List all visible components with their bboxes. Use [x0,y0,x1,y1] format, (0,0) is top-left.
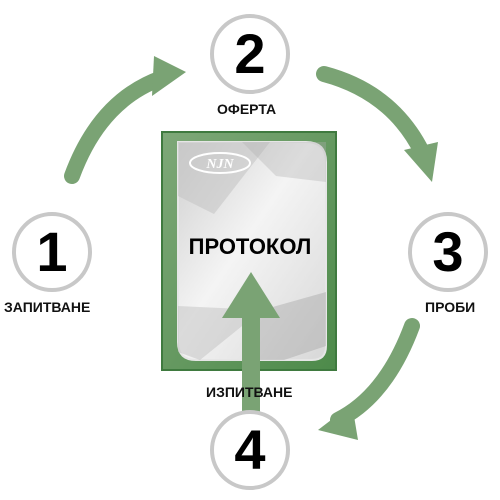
arrow-1-to-2 [64,56,186,184]
step-4-number: 4 [234,418,266,481]
logo-text: NJN [205,157,234,172]
step-2-number: 2 [234,22,266,85]
step-4-circle: 4 [210,410,290,490]
step-2-circle: 2 [210,14,290,94]
arrow-2-to-3 [316,66,438,182]
document-title: ПРОТОКОЛ [188,234,312,259]
arrow-3-to-4 [318,318,420,440]
step-1-number: 1 [36,220,68,283]
step-1-label: ЗАПИТВАНЕ [4,299,91,315]
step-2-label: ОФЕРТА [217,101,277,117]
step-1-circle: 1 [12,212,92,292]
step-3-label: ПРОБИ [425,299,476,315]
arrow-4-to-document [222,272,280,416]
step-4-label: ИЗПИТВАНЕ [206,384,293,400]
step-3-number: 3 [432,220,464,283]
step-3-circle: 3 [408,212,488,292]
